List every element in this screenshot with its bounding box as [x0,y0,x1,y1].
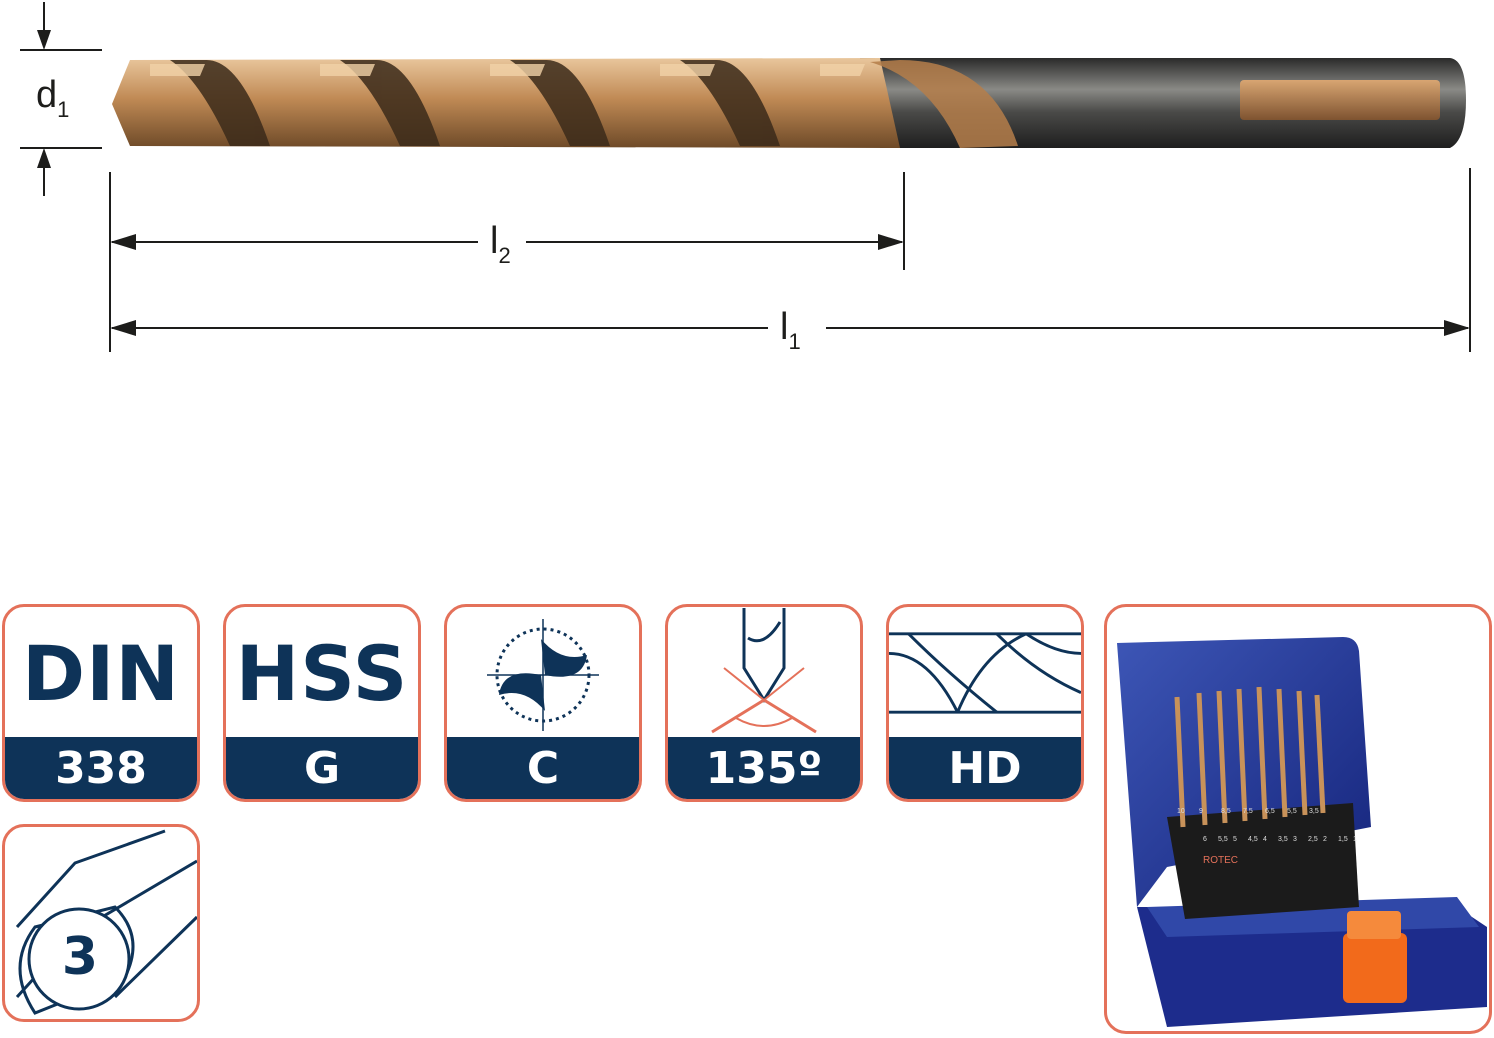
twist-flute-icon [889,632,1081,714]
d1-sub: 1 [57,97,70,122]
size-label-upper: 3,5 [1309,808,1319,815]
design-code: HD [948,742,1022,794]
badge-design: HD [886,604,1084,802]
size-label-lower: 2 [1323,836,1327,843]
cross-section-icon [487,619,599,731]
point-angle-value: 135º [705,742,823,794]
size-label-upper: 6,5 [1265,808,1275,815]
size-label-lower: 5 [1233,836,1237,843]
standard-text: DIN [22,628,180,718]
dimension-l2-label: l2 [490,222,511,267]
badge-standard: DIN 338 [2,604,200,802]
dimension-arrows [37,30,1470,336]
badge-point-angle: 135º [665,604,863,802]
drill-bits [1174,686,1326,828]
badge-material: HSS G [223,604,421,802]
size-label-lower: 2,5 [1308,836,1318,843]
size-label-lower: 3 [1293,836,1297,843]
size-label-upper: 10 [1177,808,1185,815]
dimension-lines [20,2,1471,352]
size-label-upper: 9 [1199,808,1203,815]
size-label-upper: 8,5 [1221,808,1231,815]
three-flat-shank-icon [15,829,197,1015]
standard-number: 338 [55,742,147,794]
drill-diagram: d1 l2 l1 [0,0,1494,380]
shank-flat [1240,80,1440,120]
size-label-lower: 6 [1203,836,1207,843]
shank-flats-count: 3 [61,927,99,987]
point-angle-icon [711,608,817,734]
d1-base: d [36,74,58,116]
badge-flute-type: C [444,604,642,802]
drill-lands [150,64,865,76]
dimension-l1-label: l1 [780,308,801,353]
l2-sub: 2 [498,243,511,268]
l2-base: l [490,220,499,262]
drill-illustration [20,2,1471,352]
size-label-lower: 4 [1263,836,1267,843]
badge-shank: 3 [2,824,200,1022]
size-label-lower: 4,5 [1248,836,1258,843]
size-label-lower: 1,5 [1338,836,1348,843]
flute-type-letter: C [526,742,560,794]
size-label-upper: 5,5 [1287,808,1297,815]
dimension-d1-label: d1 [36,76,69,121]
drill-set-case-image: 10 9 8,5 7,5 6,5 5,5 3,5 6 5,5 5 4,5 4 3,5 3 2,5 2 1,5 1 [1117,637,1487,1027]
l1-sub: 1 [788,329,801,354]
material-text: HSS [235,628,409,718]
material-grade: G [303,742,341,794]
size-label-lower: 1 [1353,836,1357,843]
size-label-lower: 3,5 [1278,836,1288,843]
l1-base: l [780,306,789,348]
size-label-upper: 7,5 [1243,808,1253,815]
size-label-lower: 5,5 [1218,836,1228,843]
drill-flutes [170,59,1018,148]
case-brand-label: ROTEC [1203,855,1238,866]
